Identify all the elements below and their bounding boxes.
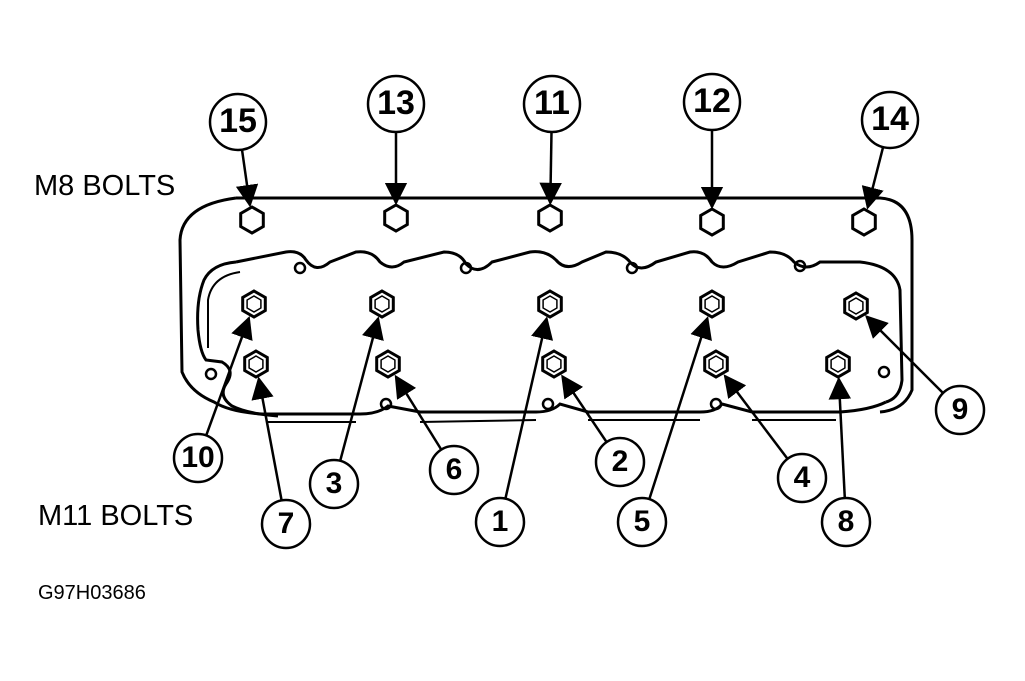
- callout-9: 9: [934, 384, 986, 436]
- bolt-14: [851, 207, 877, 237]
- bolt-3: [369, 289, 395, 319]
- leader-14: [861, 146, 885, 210]
- gasket-bottom-rail-lower: [266, 419, 836, 423]
- leader-8: [828, 376, 852, 499]
- callout-12: 12: [682, 72, 742, 132]
- callout-1: 1: [474, 496, 526, 548]
- callout-number: 14: [871, 100, 909, 138]
- callout-number: 6: [446, 453, 463, 486]
- leader-1: [504, 316, 554, 499]
- leader-2: [561, 374, 608, 443]
- bolt-5: [699, 289, 725, 319]
- callout-3: 3: [308, 458, 360, 510]
- bolt-15: [239, 205, 265, 235]
- callout-15: 15: [208, 92, 268, 152]
- bolt-6: [375, 349, 401, 379]
- callout-4: 4: [776, 452, 828, 504]
- callout-10: 10: [172, 432, 224, 484]
- gasket-bottom-rail: [262, 400, 887, 416]
- callout-number: 4: [794, 461, 811, 494]
- leader-10: [205, 315, 253, 436]
- callout-number: 12: [693, 82, 731, 120]
- callout-number: 7: [278, 507, 295, 540]
- callout-11: 11: [522, 74, 582, 134]
- leader-15: [235, 149, 259, 208]
- leader-7: [251, 376, 283, 501]
- gasket-outline: [196, 250, 904, 418]
- callout-number: 11: [534, 84, 570, 122]
- gasket-holes: [204, 259, 891, 411]
- callout-number: 13: [377, 84, 415, 122]
- bolt-2: [541, 349, 567, 379]
- bolt-9: [843, 291, 869, 321]
- leader-5: [648, 316, 712, 500]
- leader-9: [865, 315, 944, 394]
- callout-7: 7: [260, 498, 312, 550]
- callout-6: 6: [428, 444, 480, 496]
- bolt-11: [537, 203, 563, 233]
- bolt-4: [703, 349, 729, 379]
- m8-bolts-label: M8 BOLTS: [34, 170, 176, 202]
- figure-code: G97H03686: [38, 582, 146, 604]
- bolt-12: [699, 207, 725, 237]
- callout-number: 10: [181, 441, 214, 474]
- bolt-7: [243, 349, 269, 379]
- bolt-13: [383, 203, 409, 233]
- gasket-inner-line: [207, 271, 241, 348]
- m11-bolts-label: M11 BOLTS: [38, 500, 194, 532]
- callout-number: 15: [219, 102, 257, 140]
- callout-2: 2: [594, 436, 646, 488]
- callout-14: 14: [860, 90, 920, 150]
- callout-number: 2: [612, 445, 629, 478]
- callout-number: 1: [492, 505, 509, 538]
- bolt-10: [241, 289, 267, 319]
- callout-number: 5: [634, 505, 651, 538]
- bolt-8: [825, 349, 851, 379]
- callout-number: 9: [952, 393, 969, 426]
- callout-13: 13: [366, 74, 426, 134]
- callout-5: 5: [616, 496, 668, 548]
- callout-number: 8: [838, 505, 855, 538]
- leader-3: [338, 316, 384, 462]
- bolt-1: [537, 289, 563, 319]
- leader-6: [394, 374, 443, 451]
- head-outline: [178, 196, 914, 416]
- callout-8: 8: [820, 496, 872, 548]
- leader-11: [539, 131, 562, 206]
- callout-number: 3: [326, 467, 343, 500]
- leader-4: [723, 374, 789, 460]
